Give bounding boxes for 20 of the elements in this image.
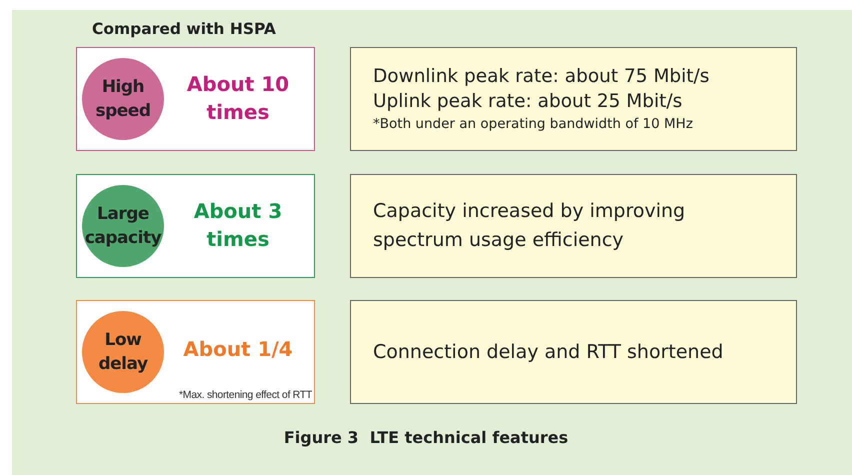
feature-card bbox=[76, 174, 315, 278]
description-text: Connection delay and RTT shortened bbox=[373, 340, 724, 364]
description-text: Uplink peak rate: about 25 Mbit/s bbox=[373, 90, 684, 114]
footnote: *Both under an operating bandwidth of 10 MHz bbox=[373, 115, 694, 134]
description-box bbox=[350, 174, 797, 278]
comparison-value: About 1/4 bbox=[182, 336, 294, 363]
description-text: Capacity increased by improving spectrum usage efficiency bbox=[373, 199, 686, 253]
figure-caption: Figure 3 LTE technical features bbox=[282, 428, 570, 447]
description-box bbox=[350, 47, 797, 151]
footnote: *Max. shortening effect of RTT bbox=[178, 389, 312, 401]
feature-name: High speed bbox=[94, 76, 152, 123]
feature-name: Large capacity bbox=[84, 203, 162, 250]
description-box bbox=[350, 300, 797, 404]
column-heading: Compared with HSPA bbox=[92, 20, 276, 38]
description-text: Downlink peak rate: about 75 Mbit/s bbox=[373, 65, 710, 89]
comparison-value: About 10 times bbox=[186, 71, 290, 126]
comparison-value: About 3 times bbox=[192, 198, 284, 253]
feature-card bbox=[76, 300, 315, 404]
feature-card bbox=[76, 47, 315, 151]
feature-name: Low delay bbox=[97, 329, 149, 376]
